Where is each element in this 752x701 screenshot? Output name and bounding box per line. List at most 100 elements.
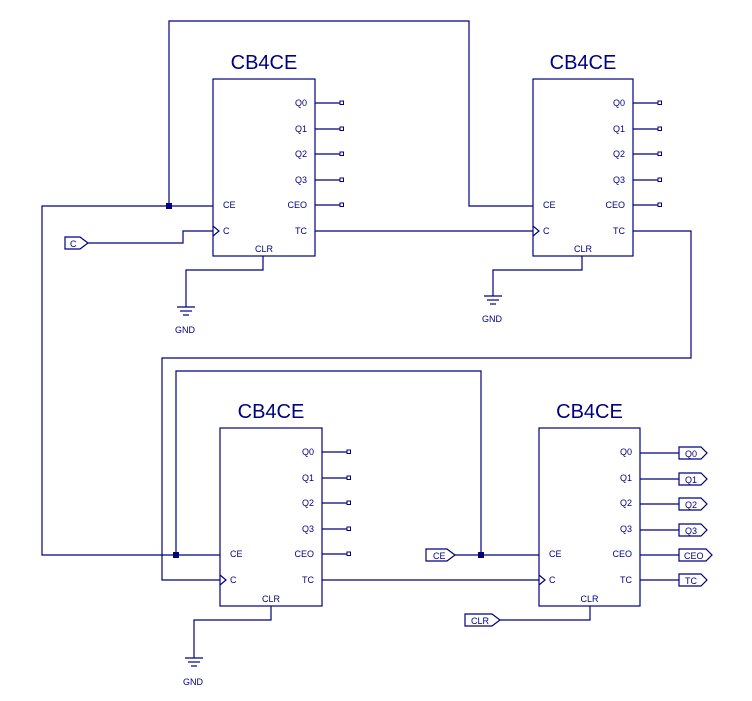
unconnected-terminal xyxy=(339,202,344,207)
unconnected-terminal xyxy=(346,475,351,480)
output-port-tc: TC xyxy=(678,573,708,587)
block-body xyxy=(532,78,634,257)
unconnected-terminal xyxy=(339,151,344,156)
ground-symbol: GND xyxy=(482,295,503,324)
pin-label: CEO xyxy=(605,200,625,210)
unconnected-terminal xyxy=(339,126,344,131)
pin-label: Q1 xyxy=(620,473,632,483)
pin-label: Q3 xyxy=(295,175,307,185)
junction-dot xyxy=(166,203,172,209)
pin-label: Q1 xyxy=(302,473,314,483)
port-label: Q0 xyxy=(685,449,697,459)
block-title: CB4CE xyxy=(231,52,298,74)
wire-tc-b2-c-b3 xyxy=(161,230,692,581)
wire-clr-b4 xyxy=(500,606,591,621)
unconnected-terminal xyxy=(657,151,662,156)
unconnected-terminal xyxy=(346,551,351,556)
clock-edge-marker xyxy=(219,574,227,586)
unconnected-terminal xyxy=(657,100,662,105)
unconnected-terminal xyxy=(346,449,351,454)
pin-label: Q2 xyxy=(613,149,625,159)
pin-label: CLR xyxy=(255,244,274,254)
block-body xyxy=(538,427,641,607)
pin-label: CLR xyxy=(262,594,281,604)
clock-edge-marker xyxy=(532,225,540,237)
wire-clr-b3-gnd xyxy=(193,606,272,658)
port-label: CEO xyxy=(684,551,704,561)
wire-clr-b1-gnd xyxy=(185,256,264,307)
pin-label: C xyxy=(543,226,550,236)
block-body xyxy=(212,78,316,257)
port-label: Q3 xyxy=(685,526,697,536)
gnd-label: GND xyxy=(175,325,196,335)
pin-label: CE xyxy=(543,200,556,210)
gnd-label: GND xyxy=(183,677,204,687)
pin-label: Q0 xyxy=(620,447,632,457)
wires xyxy=(41,20,692,658)
wire-clr-b2-gnd xyxy=(492,256,583,296)
pin-label: Q3 xyxy=(613,175,625,185)
junction-dot xyxy=(173,552,179,558)
pin-label: CEO xyxy=(287,200,307,210)
block-body xyxy=(219,427,323,607)
pin-label: TC xyxy=(302,575,314,585)
pin-label: TC xyxy=(620,575,632,585)
output-port-q1: Q1 xyxy=(678,472,708,486)
pin-label: CE xyxy=(549,549,562,559)
output-port-q3: Q3 xyxy=(678,523,708,537)
output-port-q0: Q0 xyxy=(678,446,708,460)
ground-symbol: GND xyxy=(183,657,204,687)
gnd-label: GND xyxy=(482,314,503,324)
pin-label: C xyxy=(223,226,230,236)
pin-label: C xyxy=(230,575,237,585)
pin-label: CEO xyxy=(612,549,632,559)
junctions xyxy=(166,203,484,558)
wire-ce-left-bus xyxy=(41,205,220,556)
pin-label: TC xyxy=(295,226,307,236)
port-label: TC xyxy=(685,576,697,586)
pin-label: Q0 xyxy=(302,447,314,457)
pin-label: Q2 xyxy=(620,498,632,508)
port-label: Q1 xyxy=(685,475,697,485)
port-label: C xyxy=(70,239,77,249)
block-title: CB4CE xyxy=(556,401,623,423)
unconnected-terminal xyxy=(346,500,351,505)
pin-label: Q0 xyxy=(613,98,625,108)
pin-label: Q0 xyxy=(295,98,307,108)
output-port-ceo: CEO xyxy=(678,548,713,562)
pin-label: CLR xyxy=(580,594,599,604)
clock-edge-marker xyxy=(538,574,546,586)
wire-ce-b4-loop xyxy=(175,370,482,555)
port-label: CE xyxy=(433,551,446,561)
pin-label: TC xyxy=(613,226,625,236)
output-port-q2: Q2 xyxy=(678,497,708,511)
unconnected-terminal xyxy=(339,177,344,182)
pin-label: C xyxy=(549,575,556,585)
pin-label: Q1 xyxy=(613,124,625,134)
port-label: Q2 xyxy=(685,500,697,510)
pin-label: CLR xyxy=(574,244,593,254)
unconnected-terminal xyxy=(657,177,662,182)
unconnected-terminal xyxy=(657,126,662,131)
input-port-ce: CE xyxy=(425,548,456,562)
ground-symbol: GND xyxy=(175,306,196,335)
input-port-clock: C xyxy=(64,236,89,250)
clock-edge-marker xyxy=(212,225,220,237)
pin-label: Q2 xyxy=(295,149,307,159)
unconnected-terminal xyxy=(346,526,351,531)
unconnected-terminal xyxy=(657,202,662,207)
port-label: CLR xyxy=(471,616,490,626)
pin-label: Q3 xyxy=(302,524,314,534)
pin-label: Q1 xyxy=(295,124,307,134)
pin-label: CE xyxy=(230,549,243,559)
unconnected-terminal xyxy=(339,100,344,105)
wire-ce-b1-to-b2 xyxy=(168,20,533,207)
pin-label: Q2 xyxy=(302,498,314,508)
junction-dot xyxy=(478,552,484,558)
pin-label: CEO xyxy=(294,549,314,559)
block-title: CB4CE xyxy=(238,401,305,423)
